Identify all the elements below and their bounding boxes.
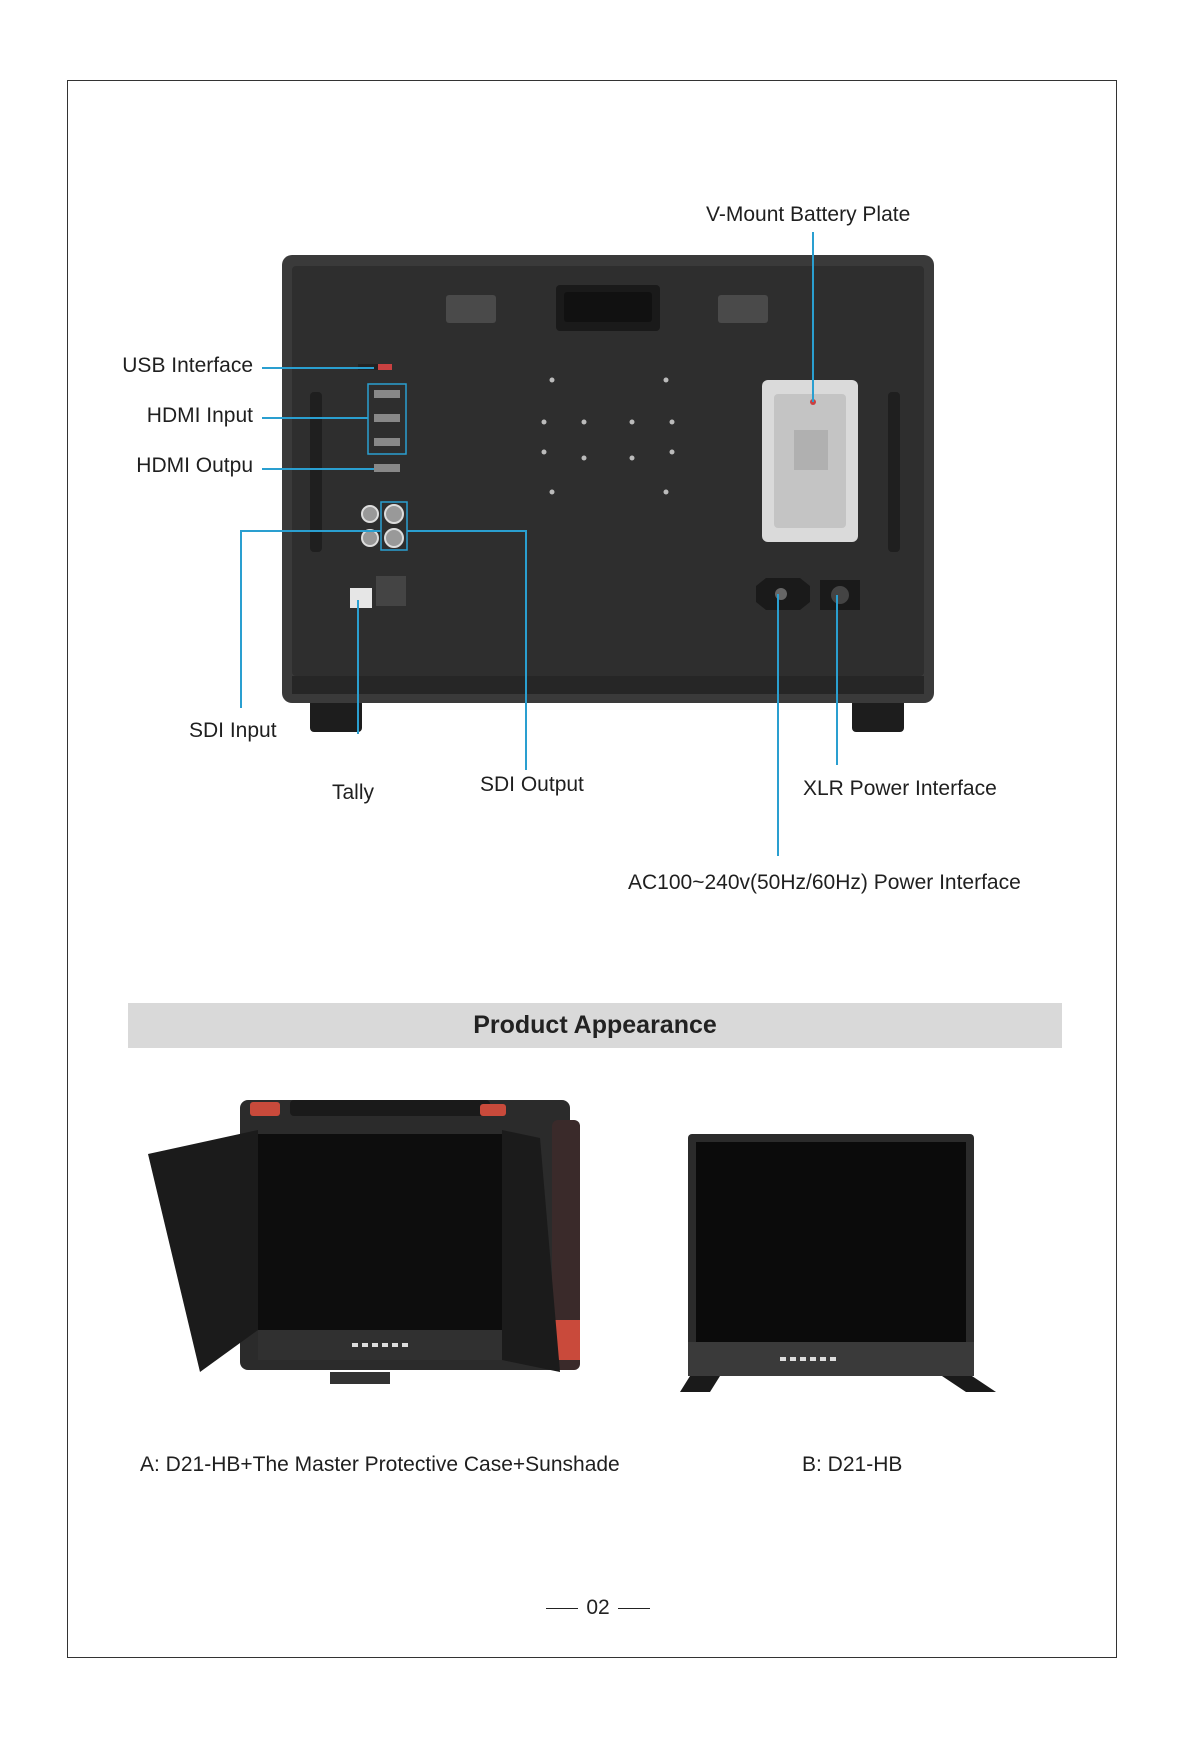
ac-power-label: AC100~240v(50Hz/60Hz) Power Interface (628, 871, 1021, 895)
xlr-power-label: XLR Power Interface (803, 777, 997, 801)
usb-label: USB Interface (100, 354, 253, 378)
sdi-out-callout-line (407, 530, 525, 532)
ac-callout-line (777, 594, 779, 856)
xlr-callout-line (836, 595, 838, 765)
tally-callout-line (357, 600, 359, 734)
hdmi-in-callout-line (262, 417, 368, 419)
page-number: 02 (0, 1596, 1196, 1620)
section-header: Product Appearance (128, 1003, 1062, 1048)
hdmi-out-callout-line (262, 468, 374, 470)
sdi-in-callout-line (240, 530, 381, 532)
product-b-caption: B: D21-HB (802, 1453, 902, 1477)
dash-right (618, 1608, 650, 1610)
sdi-output-label: SDI Output (480, 773, 584, 797)
sdi-input-label: SDI Input (189, 719, 277, 743)
product-a-illustration (140, 1090, 620, 1420)
section-title: Product Appearance (473, 1011, 717, 1040)
vmount-label: V-Mount Battery Plate (706, 203, 910, 227)
product-a-caption: A: D21-HB+The Master Protective Case+Sun… (140, 1453, 620, 1477)
page-number-text: 02 (586, 1596, 609, 1619)
product-b-illustration (680, 1130, 1000, 1395)
monitor-rear-illustration (0, 0, 1196, 1000)
usb-callout-line (262, 367, 374, 369)
sdi-out-callout-line-v (525, 530, 527, 770)
vmount-callout-line (812, 232, 814, 402)
dash-left (546, 1608, 578, 1610)
sdi-in-callout-line-v (240, 530, 242, 708)
hdmi-output-label: HDMI Outpu (100, 454, 253, 478)
tally-label: Tally (332, 781, 374, 805)
hdmi-input-label: HDMI Input (100, 404, 253, 428)
